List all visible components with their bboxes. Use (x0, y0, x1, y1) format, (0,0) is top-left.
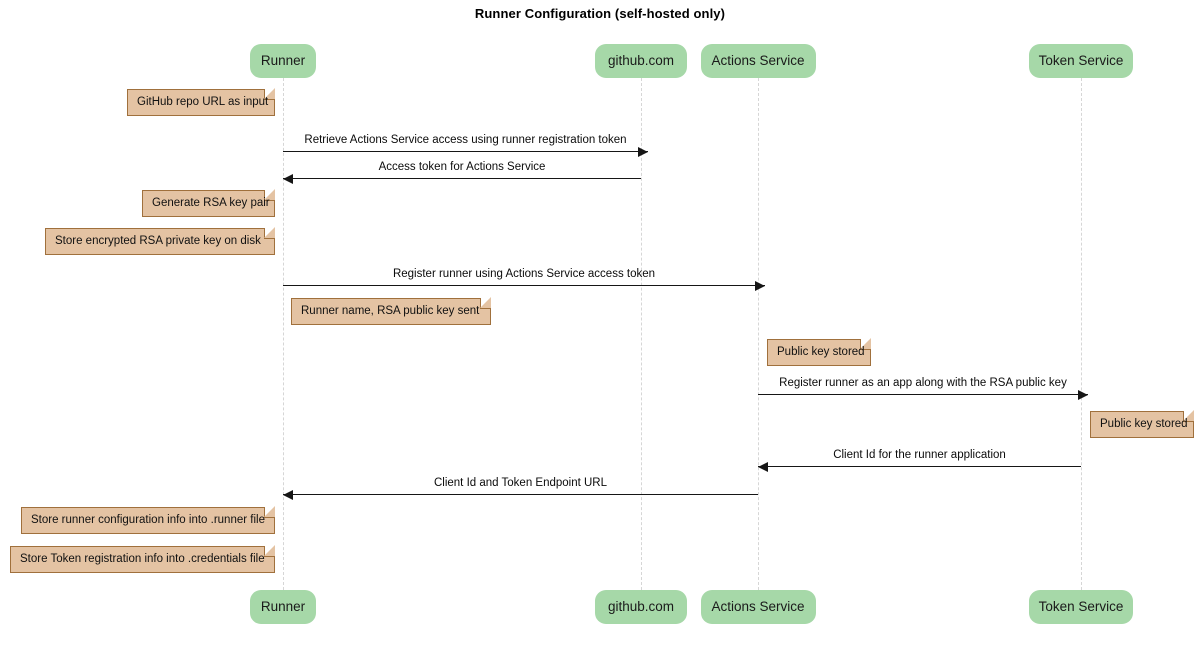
note-fold-corner-icon (264, 227, 275, 239)
message-label: Retrieve Actions Service access using ru… (304, 134, 627, 146)
note-text: Generate RSA key pair (152, 197, 270, 209)
participant-runner-bottom[interactable]: Runner (250, 590, 316, 624)
page-title: Runner Configuration (self-hosted only) (474, 6, 726, 21)
note-fold-corner-icon (480, 297, 491, 309)
participant-label: Runner (260, 599, 306, 614)
note-box: Store encrypted RSA private key on disk (45, 227, 275, 255)
note-text: Runner name, RSA public key sent (301, 305, 480, 317)
note-text: Public key stored (1100, 418, 1188, 430)
message-label: Register runner using Actions Service ac… (392, 268, 656, 280)
lifeline-actions (758, 78, 759, 590)
note-box: Public key stored (1090, 410, 1194, 438)
message-label: Client Id for the runner application (833, 449, 1006, 461)
participant-actions-bottom[interactable]: Actions Service (700, 590, 816, 624)
participant-label: github.com (607, 599, 675, 614)
note-text: Store encrypted RSA private key on disk (55, 235, 261, 247)
note-text: Public key stored (777, 346, 865, 358)
message-line (283, 151, 648, 152)
arrowhead-right-icon (755, 280, 765, 291)
note-text: GitHub repo URL as input (137, 96, 269, 108)
note-box: Generate RSA key pair (142, 189, 275, 217)
message-label: Access token for Actions Service (378, 161, 546, 173)
message-line (283, 494, 758, 495)
message-line (758, 394, 1088, 395)
participant-github-bottom[interactable]: github.com (595, 590, 687, 624)
note-fold-corner-icon (264, 88, 275, 100)
participant-label: Actions Service (711, 53, 805, 68)
message-label: Register runner as an app along with the… (779, 377, 1067, 389)
lifeline-runner (283, 78, 284, 590)
message-line (283, 285, 765, 286)
note-fold-corner-icon (860, 338, 871, 350)
message-line (283, 178, 641, 179)
participant-github-top[interactable]: github.com (595, 44, 687, 78)
note-fold-corner-icon (1183, 410, 1194, 422)
participant-token-top[interactable]: Token Service (1029, 44, 1133, 78)
note-fold-corner-icon (264, 545, 275, 557)
arrowhead-left-icon (283, 173, 293, 184)
arrowhead-right-icon (1078, 389, 1088, 400)
arrowhead-left-icon (758, 461, 768, 472)
note-box: Runner name, RSA public key sent (291, 297, 491, 325)
participant-runner-top[interactable]: Runner (250, 44, 316, 78)
arrowhead-right-icon (638, 146, 648, 157)
note-box: Public key stored (767, 338, 871, 366)
lifeline-token (1081, 78, 1082, 590)
participant-label: Runner (260, 53, 306, 68)
participant-label: Actions Service (711, 599, 805, 614)
arrowhead-left-icon (283, 489, 293, 500)
lifeline-github (641, 78, 642, 590)
participant-actions-top[interactable]: Actions Service (700, 44, 816, 78)
note-text: Store Token registration info into .cred… (20, 553, 265, 565)
note-box: Store runner configuration info into .ru… (21, 506, 275, 534)
note-box: GitHub repo URL as input (127, 88, 275, 116)
participant-token-bottom[interactable]: Token Service (1029, 590, 1133, 624)
message-line (758, 466, 1081, 467)
participant-label: Token Service (1038, 599, 1124, 614)
note-fold-corner-icon (264, 189, 275, 201)
note-box: Store Token registration info into .cred… (10, 545, 275, 573)
note-text: Store runner configuration info into .ru… (31, 514, 265, 526)
message-label: Client Id and Token Endpoint URL (433, 477, 608, 489)
participant-label: github.com (607, 53, 675, 68)
participant-label: Token Service (1038, 53, 1124, 68)
note-fold-corner-icon (264, 506, 275, 518)
